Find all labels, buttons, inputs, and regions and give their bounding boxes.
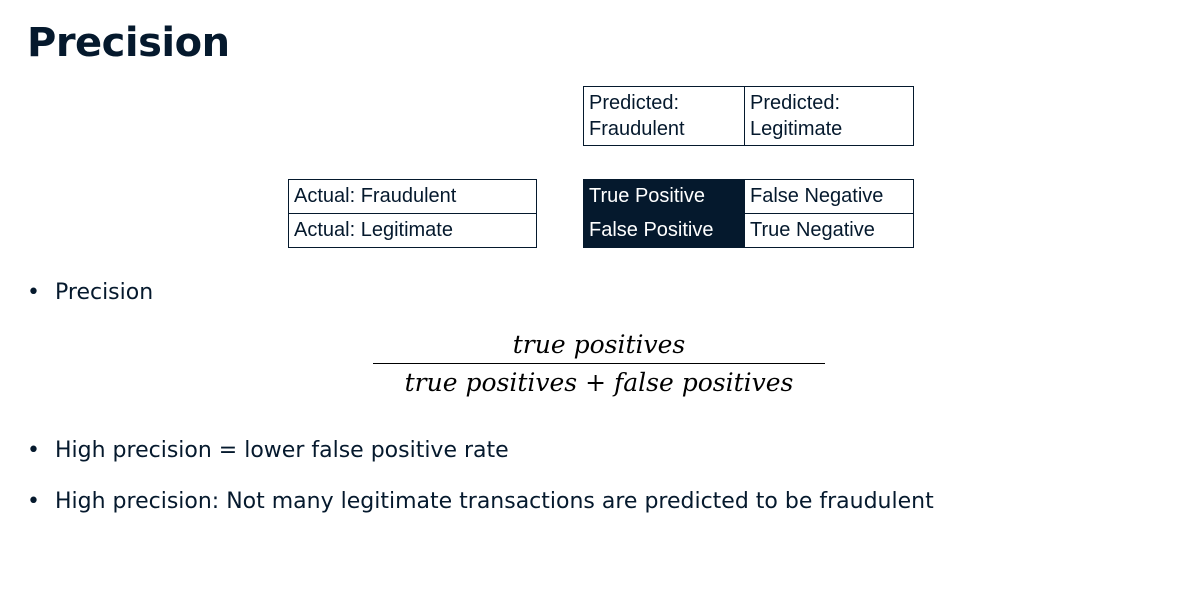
- formula-denominator: true positives + false positives: [373, 366, 825, 400]
- false-positive-cell: False Positive: [583, 213, 745, 248]
- bullet-high-precision-rate: • High precision = lower false positive r…: [27, 436, 509, 466]
- predicted-legitimate-line2: Legitimate: [750, 118, 843, 140]
- bullet-high-precision-meaning: • High precision: Not many legitimate tra…: [27, 487, 934, 517]
- formula-denominator-left: true positives: [404, 368, 578, 397]
- formula-numerator: true positives: [512, 330, 686, 359]
- bullet-marker: •: [27, 438, 40, 463]
- confusion-matrix-table: True Positive False Negative False Posit…: [583, 179, 914, 248]
- bullet-marker: •: [27, 489, 40, 514]
- bullet-marker: •: [27, 280, 40, 305]
- formula-plus-operator: +: [585, 368, 607, 397]
- predicted-fraudulent-line1: Predicted:: [589, 92, 680, 114]
- true-negative-cell: True Negative: [744, 213, 914, 248]
- actual-legitimate-label: Actual: Legitimate: [288, 213, 537, 248]
- matrix-row-legitimate: False Positive True Negative: [583, 213, 914, 248]
- false-negative-cell: False Negative: [744, 179, 914, 214]
- actual-fraudulent-label: Actual: Fraudulent: [288, 179, 537, 214]
- fraction-bar: [373, 363, 825, 364]
- predicted-legitimate-header: Predicted: Legitimate: [744, 86, 914, 146]
- formula-denominator-right: false positives: [613, 368, 794, 397]
- precision-formula: true positives true positives + false po…: [373, 328, 825, 400]
- predicted-legitimate-line1: Predicted:: [750, 92, 841, 114]
- actual-label-table: Actual: Fraudulent Actual: Legitimate: [288, 179, 537, 248]
- bullet-text: High precision = lower false positive ra…: [55, 438, 509, 463]
- predicted-header-table: Predicted: Fraudulent Predicted: Legitim…: [583, 86, 914, 146]
- true-positive-cell: True Positive: [583, 179, 745, 214]
- matrix-row-fraudulent: True Positive False Negative: [583, 179, 914, 214]
- bullet-text: Precision: [55, 280, 154, 305]
- bullet-precision: • Precision: [27, 278, 153, 308]
- predicted-fraudulent-header: Predicted: Fraudulent: [583, 86, 745, 146]
- page-title: Precision: [27, 20, 230, 66]
- bullet-text: High precision: Not many legitimate tran…: [55, 489, 934, 514]
- predicted-fraudulent-line2: Fraudulent: [589, 118, 685, 140]
